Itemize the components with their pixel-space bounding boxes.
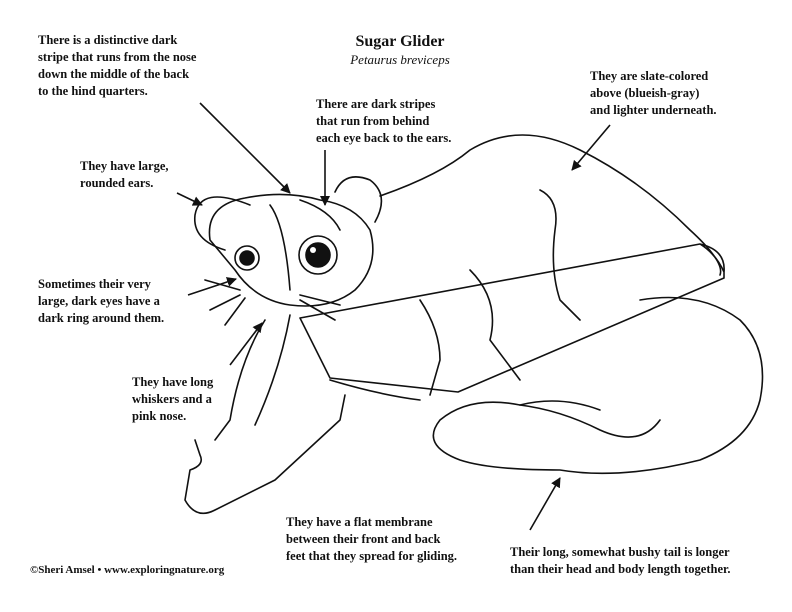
left-eye	[234, 245, 260, 271]
fact-eye-stripes: There are dark stripes that run from beh…	[316, 97, 452, 145]
right-ear	[334, 176, 383, 223]
copyright-footer: ©Sheri Amsel • www.exploringnature.org	[30, 564, 225, 576]
hind-leg	[419, 189, 581, 396]
fact-tail: Their long, somewhat bushy tail is longe…	[510, 545, 731, 576]
tail	[432, 296, 764, 475]
fact-ears: They have large, rounded ears.	[80, 159, 169, 190]
head	[208, 193, 374, 307]
fact-membrane: They have a flat membrane between their …	[286, 515, 458, 563]
fact-color: They are slate-colored above (blueish-gr…	[590, 69, 717, 117]
page-title: Sugar Glider	[355, 33, 445, 50]
lower-branch	[184, 394, 346, 515]
fact-dark-stripe: There is a distinctive dark stripe that …	[38, 33, 197, 98]
fact-eyes: Sometimes their very large, dark eyes ha…	[38, 277, 165, 325]
left-ear	[194, 196, 251, 251]
page-subtitle: Petaurus breviceps	[350, 52, 450, 67]
body-outline	[379, 134, 722, 276]
whiskers	[204, 279, 341, 326]
right-eye	[298, 235, 338, 275]
front-leg	[214, 314, 291, 441]
fact-whiskers: They have long whiskers and a pink nose.	[132, 375, 214, 423]
